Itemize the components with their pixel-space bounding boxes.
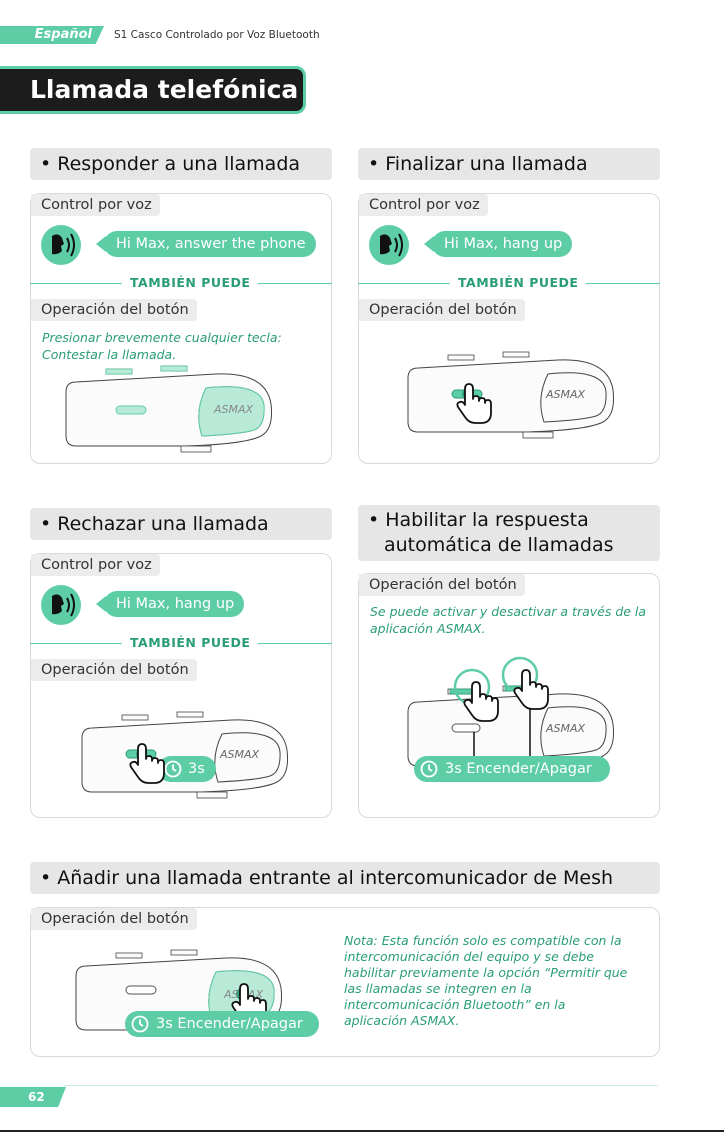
voice-command-bubble: Hi Max, hang up xyxy=(104,591,245,617)
page-number: 62 xyxy=(0,1087,66,1107)
section-title-auto-answer: • Habilitar la respuesta automática de l… xyxy=(358,505,660,561)
section-title-line2: automática de llamadas xyxy=(384,534,614,556)
device-illustration: ASMAX xyxy=(65,365,273,453)
footer-line xyxy=(64,1085,658,1086)
button-operation-tag: Operación del botón xyxy=(31,659,197,681)
hand-pointer-icon xyxy=(463,681,499,722)
button-operation-tag: Operación del botón xyxy=(31,299,197,321)
asmax-logo: ASMAX xyxy=(545,388,586,401)
page-title: Llamada telefónica xyxy=(30,75,299,104)
clock-icon xyxy=(420,760,438,778)
mesh-note: Nota: Esta función solo es compatible co… xyxy=(344,933,628,1028)
hand-pointer-icon xyxy=(513,669,549,710)
auto-answer-note: Se puede activar y desactivar a través d… xyxy=(370,604,647,636)
button-operation-tag: Operación del botón xyxy=(31,908,197,930)
hand-pointer-icon xyxy=(456,383,492,424)
voice-control-tag: Control por voz xyxy=(359,194,488,216)
hand-pointer-icon xyxy=(129,743,165,784)
bubble-tail xyxy=(96,236,106,252)
device-illustration: ASMAX xyxy=(407,351,615,439)
section-title-answer: • Responder a una llamada xyxy=(30,148,332,180)
asmax-logo: ASMAX xyxy=(213,403,254,416)
hold-duration-pill: 3s Encender/Apagar xyxy=(125,1011,319,1037)
page-title-box xyxy=(0,66,306,114)
bubble-tail xyxy=(96,596,106,612)
button-operation-tag: Operación del botón xyxy=(359,299,525,321)
asmax-logo: ASMAX xyxy=(219,748,260,761)
section-title-end: • Finalizar una llamada xyxy=(358,148,660,180)
bubble-tail xyxy=(424,236,434,252)
button-operation-tag: Operación del botón xyxy=(359,574,525,596)
section-title-mesh: • Añadir una llamada entrante al interco… xyxy=(30,862,660,894)
section-title-reject: • Rechazar una llamada xyxy=(30,508,332,540)
hold-duration: 3s xyxy=(188,761,205,777)
hold-duration-pill: 3s xyxy=(158,756,216,782)
voice-command-icon xyxy=(41,225,81,265)
answer-note: Presionar brevemente cualquier tecla: Co… xyxy=(42,330,282,362)
voice-command-icon xyxy=(369,225,409,265)
clock-icon xyxy=(131,1015,149,1033)
voice-command-icon xyxy=(41,585,81,625)
language-tag: Español xyxy=(0,26,104,44)
voice-command-bubble: Hi Max, hang up xyxy=(432,231,573,257)
hold-duration-pill: 3s Encender/Apagar xyxy=(414,756,610,782)
asmax-logo: ASMAX xyxy=(545,722,586,735)
voice-control-tag: Control por voz xyxy=(31,194,160,216)
hold-duration: 3s Encender/Apagar xyxy=(445,761,592,777)
clock-icon xyxy=(164,760,182,778)
also-label: TAMBIÉN PUEDE xyxy=(450,275,587,291)
also-label: TAMBIÉN PUEDE xyxy=(122,635,259,651)
product-name: S1 Casco Controlado por Voz Bluetooth xyxy=(114,29,320,41)
hold-duration: 3s Encender/Apagar xyxy=(156,1016,303,1032)
bottom-border xyxy=(0,1130,724,1132)
also-label: TAMBIÉN PUEDE xyxy=(122,275,259,291)
voice-command-bubble: Hi Max, answer the phone xyxy=(104,231,316,257)
voice-control-tag: Control por voz xyxy=(31,554,160,576)
section-title-line1: • Habilitar la respuesta xyxy=(368,509,589,531)
